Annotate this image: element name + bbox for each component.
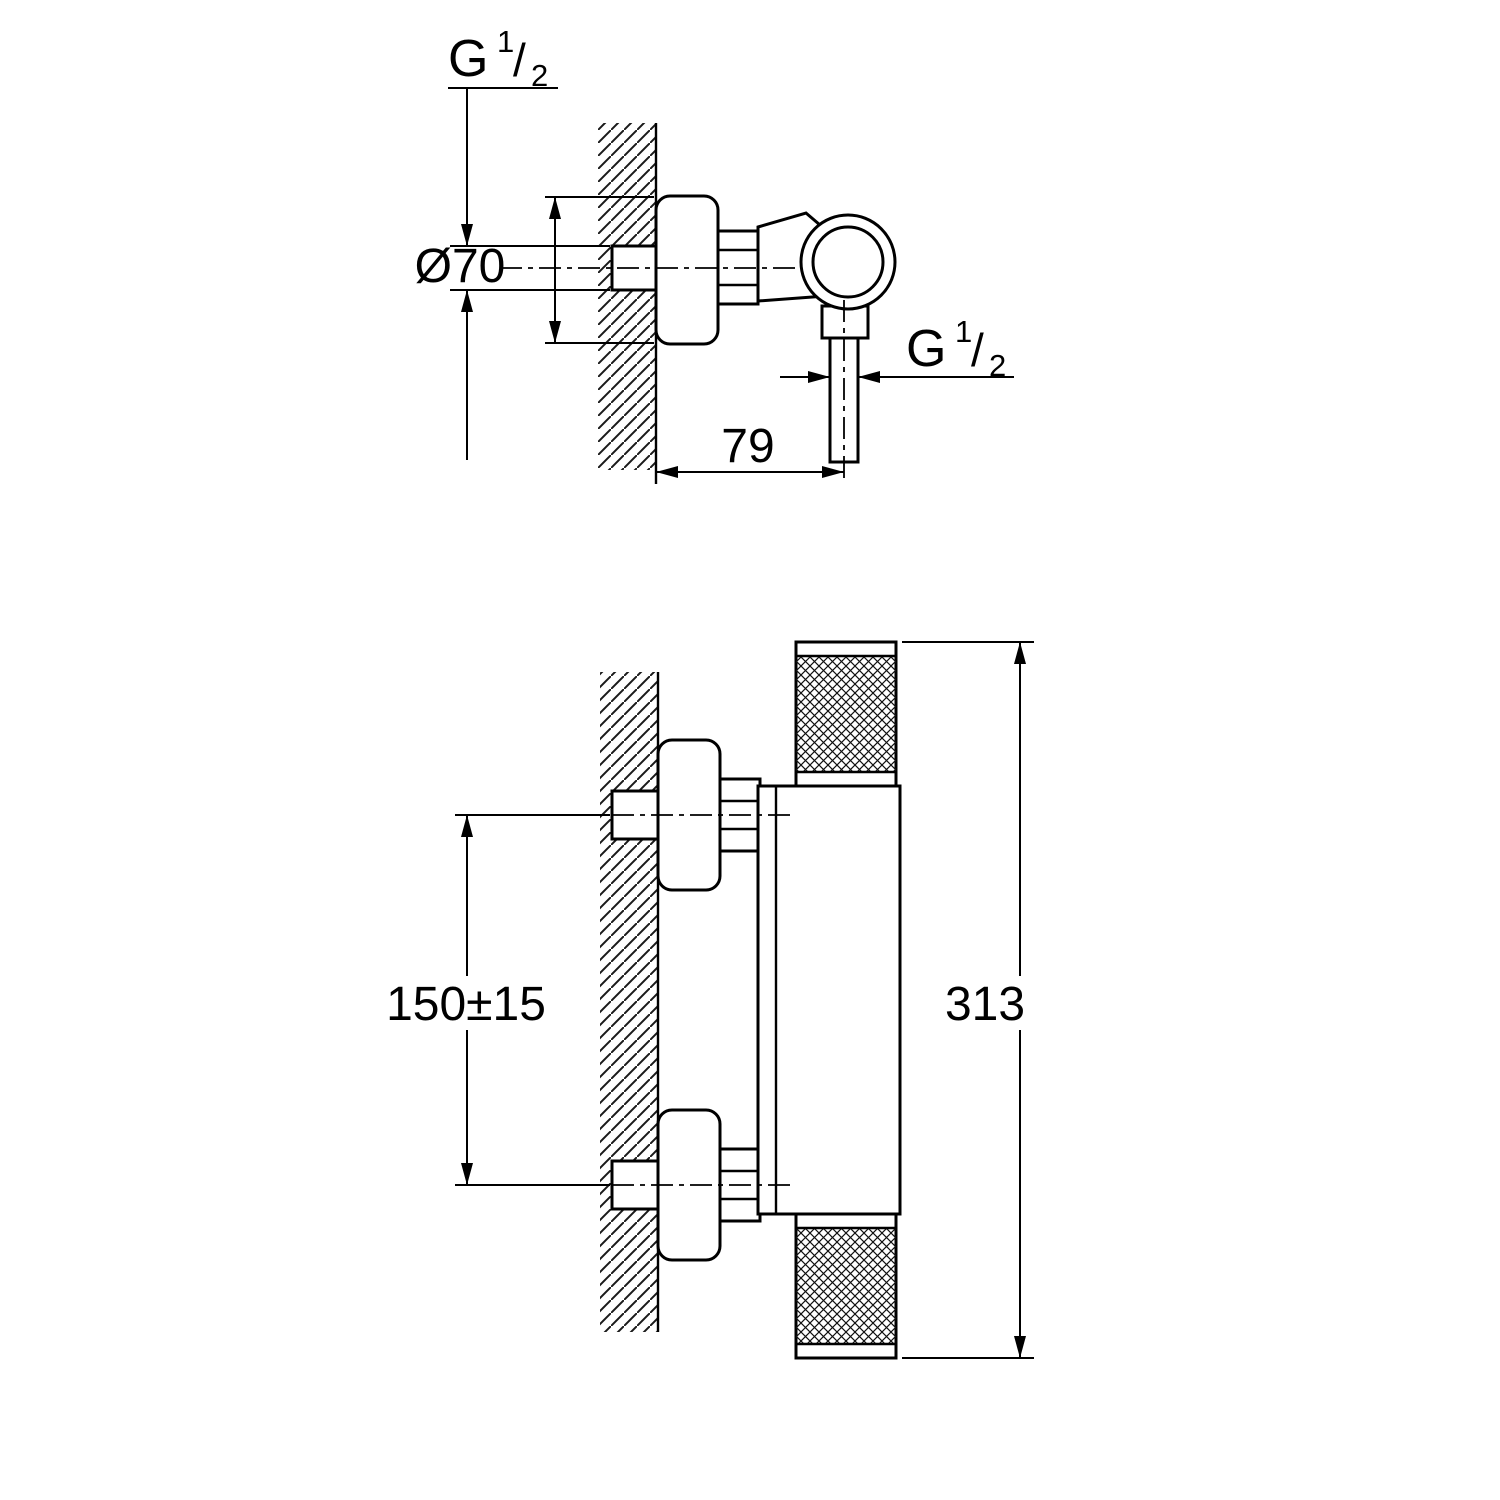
thread-top-label: G 1 / 2 [448, 24, 548, 93]
front-view: 150±15 313 [386, 640, 1034, 1360]
thermostat-knob-inner [811, 225, 885, 299]
wall-hatch-front [600, 672, 658, 1332]
dim-diameter-70: Ø70 [415, 196, 654, 344]
dim-thread-outlet: G 1 / 2 [780, 314, 1014, 383]
offset-label: 79 [721, 420, 774, 473]
wall-hatch-top [598, 123, 656, 470]
knob-top-knurl [796, 656, 896, 772]
diameter-label: Ø70 [415, 240, 506, 293]
knob-bottom-knurl [796, 1228, 896, 1344]
spacing-label: 150±15 [386, 978, 546, 1031]
dim-spacing-150: 150±15 [386, 814, 610, 1186]
dim-offset-79: 79 [656, 420, 844, 478]
height-label: 313 [945, 978, 1025, 1031]
outlet-collar [820, 304, 870, 340]
thermostat-knob-outer [799, 213, 897, 311]
fixture-side-profile [610, 194, 897, 464]
knurled-knob-top [794, 640, 898, 788]
mixer-body [756, 784, 902, 1216]
thread-outlet-label: G 1 / 2 [906, 314, 1006, 383]
top-view: G 1 / 2 Ø70 79 G 1 [415, 24, 1014, 484]
dim-height-313: 313 [902, 641, 1034, 1359]
knurled-knob-bottom [794, 1212, 898, 1360]
escutcheon-side [654, 194, 720, 346]
fixture-front-profile [610, 640, 902, 1360]
dim-thread-top: G 1 / 2 [448, 24, 610, 460]
